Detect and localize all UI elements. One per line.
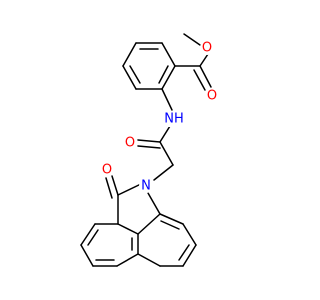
bond-lactam-c-o-b — [105, 177, 113, 199]
bond-ring-nh — [161, 88, 173, 111]
molecule-structure-diagram: O O NH O N O — [80, 33, 219, 267]
bond-ring1-d — [122, 65, 137, 90]
bond-amide-c-ch2 — [159, 141, 174, 166]
atom-label-o-ester-carbonyl: O — [207, 89, 217, 104]
bond-nap-l2 — [80, 223, 96, 246]
atom-o-lactam: O — [100, 163, 114, 178]
bond-ring1-d-double — [129, 65, 141, 84]
bond-ring1-a — [161, 42, 176, 67]
atom-o-ester-ether: O — [200, 41, 214, 56]
bond-ring1-c — [122, 42, 137, 67]
bond-nap-r1 — [159, 213, 184, 225]
bond-amide-c-o-a — [137, 139, 161, 143]
atom-n-amide: NH — [163, 111, 185, 127]
bond-nap-r1-double — [160, 220, 180, 230]
bond-nap-l5 — [116, 253, 139, 267]
atom-label-o-amide: O — [125, 136, 135, 151]
bond-methyl-o — [183, 33, 201, 46]
bond-nh-amide-c — [159, 125, 171, 143]
atom-label-o-ester-ether: O — [202, 41, 212, 56]
bond-fusion — [137, 213, 161, 235]
bond-nap-r5 — [137, 253, 161, 267]
bond-nap-l3 — [80, 244, 94, 267]
bond-nap-r3 — [182, 244, 197, 267]
atom-o-ester-carbonyl: O — [205, 89, 219, 104]
atom-label-n-amide: NH — [164, 112, 184, 127]
bond-nap-l7 — [117, 223, 139, 235]
atom-labels: O O NH O N O — [100, 41, 219, 194]
atom-o-amide: O — [123, 136, 137, 151]
bond-carbonyl-c-o-double-b — [193, 69, 206, 91]
bond-nap-r2 — [182, 223, 197, 246]
bond-amide-c-o-b — [137, 145, 161, 149]
bond-ring1-f-double — [158, 65, 169, 84]
bond-ring1-f — [161, 65, 176, 90]
bond-n-carbonyl-c — [117, 182, 144, 196]
bond-ch2-n — [153, 164, 174, 181]
atom-n-lactam: N — [139, 179, 153, 194]
bond-carbonyl-c-o-double-a — [199, 65, 212, 88]
bond-lactam-c-o-a — [111, 175, 119, 196]
atom-label-o-lactam: O — [102, 163, 112, 178]
bond-nap-r3-double — [178, 244, 190, 261]
bond-n-ring — [147, 192, 161, 215]
bonds — [80, 33, 212, 267]
atom-label-n-lactam: N — [141, 179, 151, 194]
bond-nap-l2-double — [87, 229, 99, 246]
